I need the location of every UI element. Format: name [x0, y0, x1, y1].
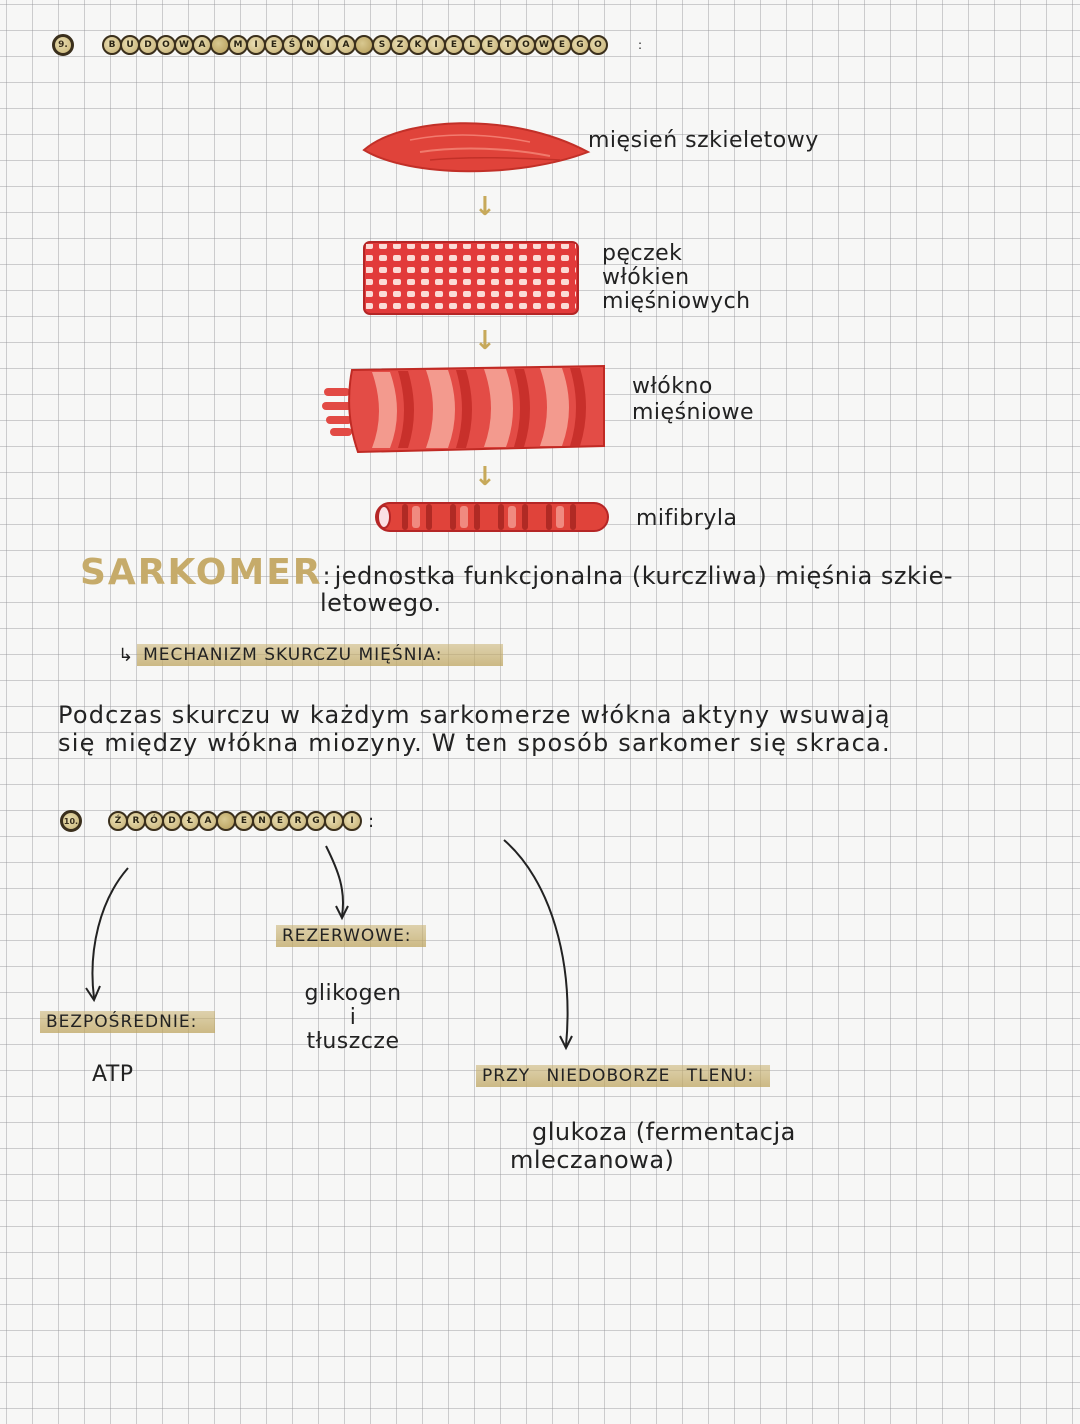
- content-line: i: [349, 1005, 357, 1030]
- label-myofibril: mifibryla: [636, 506, 738, 531]
- branch-reserve: REZERWOWE:: [276, 925, 426, 947]
- label-line: włókien: [602, 265, 690, 290]
- down-arrow-icon: ↓: [474, 462, 496, 492]
- branch-label: REZERWOWE:: [276, 925, 426, 947]
- mechanism-text-line-2: się między włókna miozyny. W ten sposób …: [58, 729, 891, 757]
- bullet-arrow-icon: ↳: [118, 644, 134, 666]
- branch-content: glikogen i tłuszcze: [298, 980, 408, 1056]
- arrow-to-anaerobic: [503, 839, 569, 1047]
- label-muscle-fiber: włókno mięśniowe: [632, 374, 754, 426]
- content-line: tłuszcze: [306, 1029, 400, 1054]
- bead-letter: N: [252, 811, 272, 831]
- bead-letter: I: [324, 811, 344, 831]
- branch-anaerobic: PRZY NIEDOBORZE TLENU:: [476, 1065, 771, 1087]
- arrow-to-reserve: [325, 845, 344, 917]
- bead-letter: O: [588, 35, 608, 55]
- down-arrow-icon: ↓: [474, 192, 496, 222]
- sarkomer-term: SARKOMER: [80, 552, 323, 593]
- content-line: glikogen: [304, 981, 402, 1006]
- down-arrow-icon: ↓: [474, 326, 496, 356]
- label-line: pęczek: [602, 241, 683, 266]
- label-fiber-bundle: pęczek włókien mięśniowych: [602, 242, 751, 314]
- arrow-to-direct: [91, 867, 129, 999]
- bead-letter: I: [342, 811, 362, 831]
- section-number-badge: 9.: [52, 34, 74, 56]
- fiber-bundle-drawing: [363, 241, 579, 315]
- skeletal-muscle-drawing: [362, 122, 591, 173]
- mechanism-heading: ↳ MECHANIZM SKURCZU MIĘŚNIA:: [118, 644, 503, 666]
- definition-line-2: letowego.: [320, 589, 442, 617]
- bead-letter: A: [192, 35, 212, 55]
- label-skeletal-muscle: mięsień szkieletowy: [588, 128, 819, 153]
- bead-letter: I: [246, 35, 266, 55]
- bead-letter: R: [288, 811, 308, 831]
- bead-letter: Ś: [282, 35, 302, 55]
- branch-label: BEZPOŚREDNIE:: [40, 1011, 216, 1033]
- myofibril-drawing: [375, 502, 609, 532]
- title-colon: :: [638, 38, 643, 52]
- bead-letter: O: [516, 35, 536, 55]
- branch-content: ATP: [92, 1062, 134, 1087]
- branch-label: PRZY NIEDOBORZE TLENU:: [476, 1065, 771, 1087]
- muscle-fiber-drawing: [322, 364, 605, 454]
- branch-content-line-2: mleczanowa): [510, 1146, 675, 1174]
- branch-content-line-1: glukoza (fermentacja: [532, 1118, 796, 1146]
- title-colon: :: [368, 810, 375, 832]
- label-line: włókno: [632, 374, 713, 399]
- colon: :: [322, 562, 331, 590]
- sarkomer-definition: SARKOMER : jednostka funkcjonalna (kurcz…: [80, 552, 953, 593]
- definition-line-1: jednostka funkcjonalna (kurczliwa) mięśn…: [334, 562, 954, 590]
- label-line: mięśniowe: [632, 400, 755, 425]
- section-number-badge: 10.: [60, 810, 82, 832]
- mechanism-text-line-1: Podczas skurczu w każdym sarkomerze włók…: [58, 701, 891, 729]
- mechanism-label: MECHANIZM SKURCZU MIĘŚNIA:: [137, 644, 503, 666]
- branch-direct: BEZPOŚREDNIE:: [40, 1011, 216, 1033]
- label-line: mięśniowych: [602, 289, 751, 314]
